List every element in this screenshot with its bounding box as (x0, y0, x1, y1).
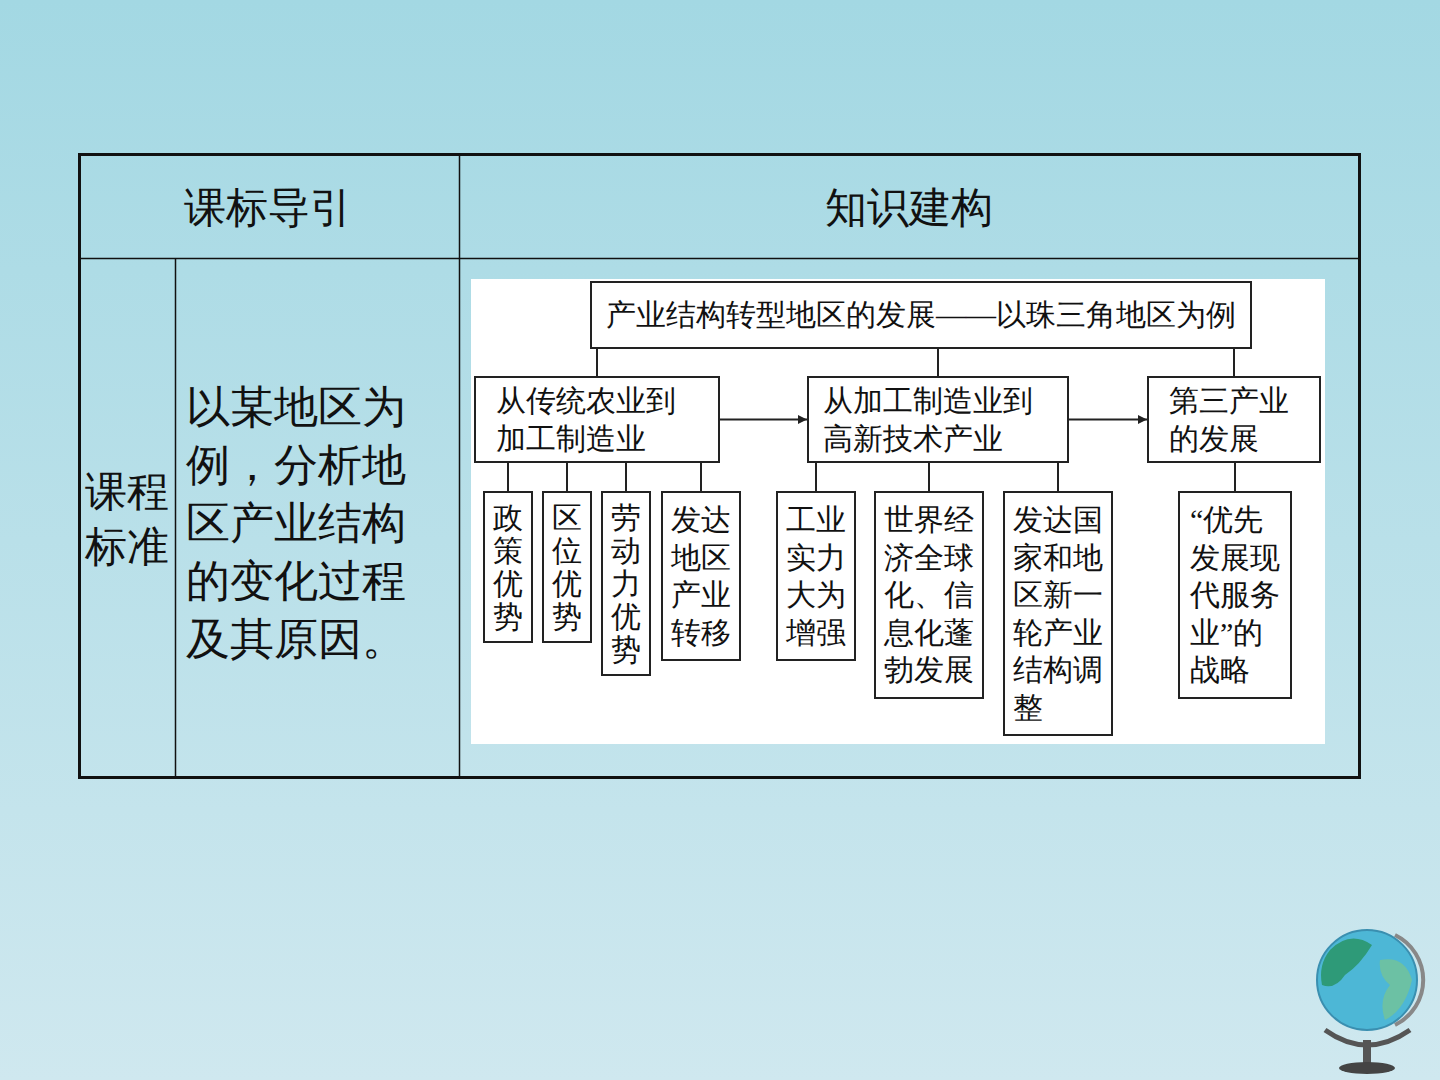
flow-arrow (1069, 419, 1147, 421)
root-box: 产业结构转型地区的发展——以珠三角地区为例 (590, 281, 1252, 349)
globe-icon (1317, 930, 1423, 1074)
node-text: 劳动力优势 (611, 501, 641, 666)
table-header: 课标导引 (184, 183, 352, 233)
factor-box: 劳动力优势 (601, 491, 651, 676)
stage-box: 从传统农业到加工制造业 (474, 376, 720, 463)
flow-arrow (720, 419, 807, 421)
node-text: 政策优势 (493, 501, 523, 633)
table-rule (459, 154, 461, 777)
table-cell: 课程标准 (85, 465, 169, 574)
table-header: 知识建构 (825, 183, 993, 233)
globe-base (1339, 1062, 1395, 1074)
factor-box: “优先发展现代服务业”的战略 (1178, 491, 1292, 699)
stage-box: 第三产业的发展 (1147, 376, 1321, 463)
tree-connector (625, 463, 627, 491)
globe-land (1321, 939, 1372, 987)
node-text: 从加工制造业到高新技术产业 (823, 382, 1053, 457)
tree-connector (700, 463, 702, 491)
table-rule (175, 258, 177, 777)
node-text: 区位优势 (552, 501, 582, 633)
node-text: 从传统农业到加工制造业 (496, 382, 698, 457)
tree-connector (937, 349, 939, 377)
factor-box: 工业实力大为增强 (776, 491, 856, 661)
tree-connector (1234, 463, 1236, 491)
diagram-ground (471, 279, 1325, 744)
node-text: “优先发展现代服务业”的战略 (1190, 501, 1280, 689)
node-text: 第三产业的发展 (1169, 382, 1299, 457)
tree-connector (566, 463, 568, 491)
factor-box: 发达国家和地区新一轮产业结构调整 (1003, 491, 1113, 736)
factor-box: 世界经济全球化、信息化蓬勃发展 (874, 491, 984, 699)
node-text: 世界经济全球化、信息化蓬勃发展 (884, 501, 974, 689)
factor-box: 区位优势 (542, 491, 592, 643)
node-text: 发达国家和地区新一轮产业结构调整 (1013, 501, 1103, 726)
factor-box: 发达地区产业转移 (661, 491, 741, 661)
table-cell: 以某地区为例，分析地区产业结构的变化过程及其原因。 (186, 378, 406, 668)
tree-connector (928, 463, 930, 491)
table-frame (80, 155, 1360, 778)
globe-land (1380, 959, 1412, 1020)
factor-box: 政策优势 (483, 491, 533, 643)
globe-meridian (1395, 935, 1423, 1025)
node-text: 产业结构转型地区的发展——以珠三角地区为例 (606, 296, 1236, 334)
tree-connector (596, 349, 598, 377)
tree-connector (1057, 463, 1059, 491)
globe-post (1363, 1040, 1371, 1065)
globe-ball (1317, 930, 1417, 1030)
node-text: 发达地区产业转移 (671, 501, 731, 651)
tree-connector (507, 463, 509, 491)
table-rule (79, 258, 1359, 260)
stage-box: 从加工制造业到高新技术产业 (807, 376, 1069, 463)
node-text: 工业实力大为增强 (786, 501, 846, 651)
tree-connector (1233, 349, 1235, 377)
tree-connector (815, 463, 817, 491)
